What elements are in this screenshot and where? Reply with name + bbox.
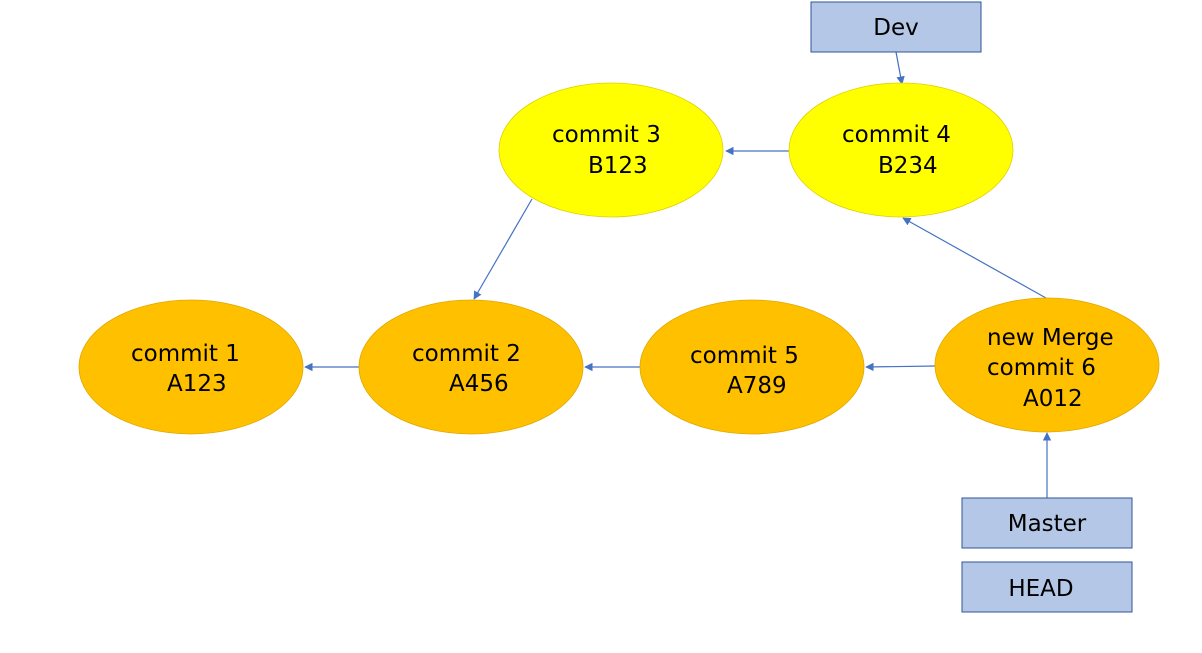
commit-6-line-1: new Merge <box>987 325 1114 351</box>
commit-5-name: commit 5 <box>690 343 799 369</box>
commit-node-5: commit 5 A789 <box>639 299 865 435</box>
commit-node-2: commit 2 A456 <box>358 299 584 435</box>
commit-1-hash: A123 <box>167 371 227 397</box>
branch-label-master: Master <box>961 497 1133 549</box>
commit-6-name: commit 6 <box>987 355 1096 381</box>
commit-ellipse <box>498 82 724 218</box>
commit-ellipse <box>934 297 1160 433</box>
commit-4-name: commit 4 <box>842 122 951 148</box>
commit-ellipse <box>639 299 865 435</box>
commit-node-4: commit 4 B234 <box>788 82 1014 218</box>
commit-2-name: commit 2 <box>412 341 521 367</box>
commit-node-1: commit 1 A123 <box>78 299 304 435</box>
commit-3-name: commit 3 <box>552 122 661 148</box>
edge-commit3-to-commit2 <box>473 198 533 300</box>
commit-ellipse <box>358 299 584 435</box>
edges <box>304 51 1052 498</box>
branch-label-dev: Dev <box>810 1 982 53</box>
commit-4-hash: B234 <box>878 153 938 179</box>
commit-1-name: commit 1 <box>131 341 240 367</box>
commit-6-hash: A012 <box>1023 386 1083 412</box>
commit-ellipse <box>78 299 304 435</box>
commit-3-hash: B123 <box>588 153 648 179</box>
commit-node-6: new Merge commit 6 A012 <box>934 297 1160 433</box>
ref-label-head: HEAD <box>961 561 1133 613</box>
edge-commit6-to-commit5 <box>865 362 937 372</box>
dev-label-text: Dev <box>873 15 918 41</box>
master-label-text: Master <box>1008 511 1087 537</box>
commit-ellipse <box>788 82 1014 218</box>
label-box <box>961 497 1133 549</box>
edge-commit6-to-commit4 <box>902 217 1047 299</box>
edge-dev-to-commit4 <box>895 51 905 85</box>
commit-2-hash: A456 <box>449 371 509 397</box>
label-box <box>961 561 1133 613</box>
commit-5-hash: A789 <box>727 373 787 399</box>
commit-node-3: commit 3 B123 <box>498 82 724 218</box>
head-label-text: HEAD <box>1008 576 1073 602</box>
label-box <box>810 1 982 53</box>
